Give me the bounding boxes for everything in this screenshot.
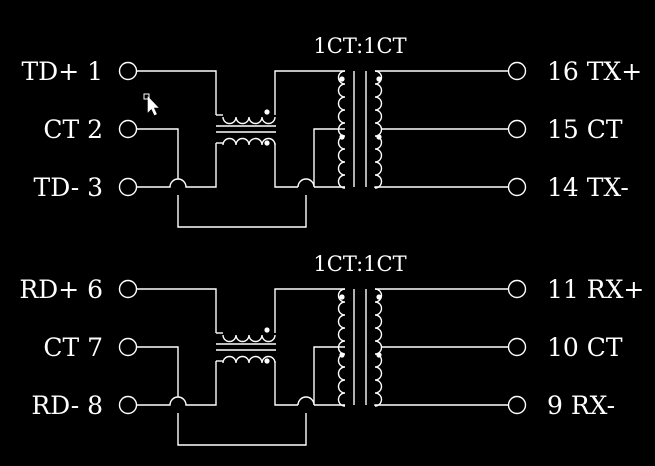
pin-terminal [118, 119, 138, 139]
wire-secondary [374, 404, 509, 406]
choke-coil-lower [222, 355, 276, 364]
pin-label: RD+ 6 [19, 275, 103, 304]
pin-terminal [118, 177, 138, 197]
wire-ct [136, 346, 179, 397]
pin-label: 15 CT [547, 115, 623, 144]
polarity-dot [339, 76, 345, 82]
choke-coil-lower [222, 137, 276, 146]
pin-terminal [507, 119, 527, 139]
secondary-winding [374, 288, 383, 407]
transformer-block-rx: 1CT:1CT RD+ 6 CT 7 RD- 8 11 RX+ 10 CT 9 RX- [19, 252, 644, 446]
polarity-dot [339, 294, 345, 300]
wire-ct-loop [177, 413, 307, 446]
pin-label: CT 7 [43, 333, 103, 362]
pin-terminal [118, 279, 138, 299]
pin-label: 9 RX- [547, 391, 615, 420]
pin-terminal [507, 279, 527, 299]
pin-terminal [507, 395, 527, 415]
wire-plus [136, 288, 217, 333]
pin-terminal [118, 337, 138, 357]
pin-terminal [118, 61, 138, 81]
pin-label: 11 RX+ [547, 275, 644, 304]
pin-terminal [118, 395, 138, 415]
wire-choke-out [274, 70, 345, 115]
pin-terminal [507, 177, 527, 197]
wire-ct-primary [297, 128, 345, 188]
polarity-dot [264, 109, 270, 115]
polarity-dot [376, 294, 382, 300]
polarity-dot [376, 352, 382, 358]
pin-label: CT 2 [43, 115, 103, 144]
pin-label: RD- 8 [31, 391, 103, 420]
mouse-pointer-icon [143, 93, 159, 116]
wire-ct-primary [297, 346, 345, 406]
wire-ct-loop [177, 195, 307, 228]
wire-choke-out [274, 288, 345, 333]
pin-label: 14 TX- [547, 173, 629, 202]
transformer-block-tx: 1CT:1CT TD+ 1 CT 2 TD- 3 16 TX+ 15 CT 14 TX- [21, 34, 642, 228]
wire-minus-primary [274, 172, 298, 188]
pin-label: 10 CT [547, 333, 623, 362]
wire-ct [136, 128, 179, 179]
wire-plus [136, 70, 217, 115]
pin-label: 16 TX+ [547, 57, 642, 86]
secondary-winding [374, 70, 383, 189]
pin-terminal [507, 61, 527, 81]
polarity-dot [264, 358, 270, 364]
ratio-label: 1CT:1CT [313, 252, 406, 276]
primary-winding [337, 288, 346, 407]
ratio-label: 1CT:1CT [313, 34, 406, 58]
choke-coil-upper [222, 334, 276, 343]
wire-minus-primary [274, 390, 298, 406]
polarity-dot [376, 134, 382, 140]
polarity-dot [264, 327, 270, 333]
wire-secondary [374, 186, 509, 188]
polarity-dot [339, 352, 345, 358]
primary-winding [337, 70, 346, 189]
wire-minus [136, 143, 217, 188]
choke-coil-upper [222, 116, 276, 125]
pin-label: TD+ 1 [21, 57, 103, 86]
polarity-dot [339, 134, 345, 140]
polarity-dot [264, 140, 270, 146]
wire-minus [136, 361, 217, 406]
pin-label: TD- 3 [34, 173, 103, 202]
polarity-dot [376, 76, 382, 82]
pin-terminal [507, 337, 527, 357]
